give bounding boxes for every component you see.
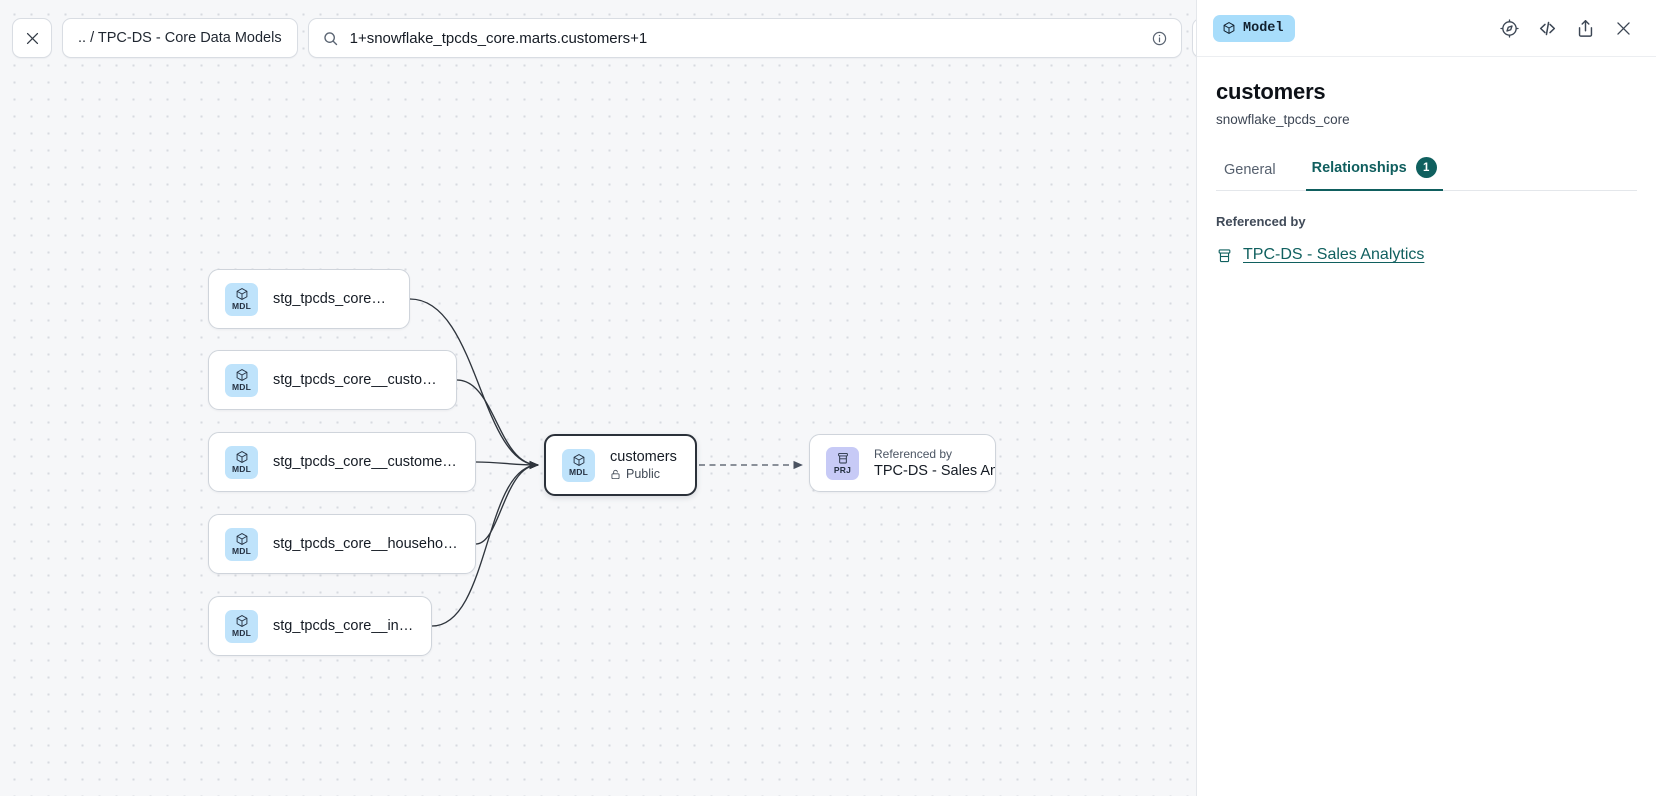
node-text-stack: Referenced by TPC-DS - Sales Analytics	[874, 447, 995, 479]
canvas-toolbar: .. / TPC-DS - Core Data Models 1+snowfla…	[12, 18, 1196, 58]
node-title: TPC-DS - Sales Analytics	[874, 463, 995, 479]
model-badge: MDL	[225, 445, 258, 479]
breadcrumb-label: .. / TPC-DS - Core Data Models	[78, 30, 282, 46]
node-label: stg_tpcds_core__customer_address	[273, 372, 440, 388]
graph-node[interactable]: MDL stg_tpcds_core__income_band	[208, 596, 432, 656]
badge-text: MDL	[568, 467, 588, 477]
code-icon[interactable]	[1533, 14, 1561, 42]
badge-text: MDL	[231, 464, 251, 474]
project-icon	[836, 451, 850, 465]
close-icon	[24, 30, 41, 47]
model-badge: MDL	[225, 609, 258, 643]
type-badge: Model	[1213, 14, 1295, 42]
lineage-graph: MDL stg_tpcds_core__customer MDL stg_tpc…	[208, 269, 996, 656]
cube-icon	[235, 287, 249, 301]
graph-node[interactable]: MDL stg_tpcds_core__customer	[208, 269, 410, 329]
node-label: stg_tpcds_core__customer	[273, 291, 393, 307]
project-badge: PRJ	[826, 446, 859, 480]
graph-node-selected[interactable]: MDL customers Public	[544, 434, 697, 496]
reference-link[interactable]: TPC-DS - Sales Analytics	[1243, 246, 1425, 263]
cube-icon	[235, 532, 249, 546]
breadcrumb[interactable]: .. / TPC-DS - Core Data Models	[62, 18, 298, 58]
close-icon[interactable]	[1609, 14, 1637, 42]
graph-node[interactable]: MDL stg_tpcds_core__customer_demogra…	[208, 432, 476, 492]
graph-node[interactable]: MDL stg_tpcds_core__household_demogr…	[208, 514, 476, 574]
node-label: stg_tpcds_core__income_band	[273, 618, 415, 634]
model-badge: MDL	[225, 363, 258, 397]
search-icon	[322, 30, 339, 47]
page-title: customers	[1216, 79, 1326, 104]
details-panel: Model customers snowflake_tpcds_core Ge	[1196, 0, 1656, 796]
graph-node-project[interactable]: PRJ Referenced by TPC-DS - Sales Analyti…	[809, 434, 996, 492]
cube-icon	[235, 450, 249, 464]
search-input[interactable]: 1+snowflake_tpcds_core.marts.customers+1	[349, 29, 648, 47]
model-badge: MDL	[562, 448, 595, 482]
badge-text: PRJ	[833, 465, 852, 475]
node-visibility-label: Public	[626, 467, 661, 481]
lineage-canvas[interactable]: .. / TPC-DS - Core Data Models 1+snowfla…	[0, 0, 1196, 796]
type-badge-label: Model	[1243, 20, 1284, 36]
badge-text: MDL	[231, 301, 251, 311]
tab-label: Relationships	[1311, 159, 1407, 176]
lineage-icon[interactable]	[1495, 14, 1523, 42]
graph-node[interactable]: MDL stg_tpcds_core__customer_address	[208, 350, 457, 410]
node-label: stg_tpcds_core__household_demogr…	[273, 536, 459, 552]
project-icon	[1216, 247, 1233, 264]
tab-relationships[interactable]: Relationships 1	[1305, 157, 1443, 191]
model-badge: MDL	[225, 527, 258, 561]
tab-label: General	[1224, 162, 1276, 178]
lineage-edges	[409, 298, 803, 627]
cube-icon	[235, 368, 249, 382]
list-item[interactable]: TPC-DS - Sales Analytics	[1216, 246, 1637, 264]
info-circle-icon[interactable]	[1151, 30, 1168, 47]
panel-tabs: General Relationships 1	[1216, 157, 1637, 191]
panel-content: customers snowflake_tpcds_core General R…	[1197, 57, 1656, 264]
share-icon[interactable]	[1571, 14, 1599, 42]
tab-general[interactable]: General	[1218, 162, 1282, 191]
close-lineage-button[interactable]	[12, 18, 52, 58]
node-visibility: Public	[610, 467, 677, 481]
node-kicker: Referenced by	[874, 447, 953, 461]
section-label: Referenced by	[1216, 214, 1306, 229]
badge-text: MDL	[231, 382, 251, 392]
cube-icon	[572, 453, 586, 467]
unlock-icon	[610, 469, 621, 480]
badge-text: MDL	[231, 546, 251, 556]
panel-toolbar: Model	[1197, 0, 1656, 57]
node-label: stg_tpcds_core__customer_demogra…	[273, 454, 459, 470]
node-title: customers	[610, 449, 677, 465]
badge-text: MDL	[231, 628, 251, 638]
tab-count-badge: 1	[1415, 157, 1437, 178]
cube-icon	[235, 614, 249, 628]
lineage-search-box[interactable]: 1+snowflake_tpcds_core.marts.customers+1	[307, 18, 1182, 58]
page-subtitle: snowflake_tpcds_core	[1216, 112, 1350, 127]
cube-icon	[1222, 21, 1236, 35]
model-badge: MDL	[225, 282, 258, 316]
node-text-stack: customers Public	[610, 449, 677, 481]
refresh-button[interactable]	[1191, 18, 1196, 58]
